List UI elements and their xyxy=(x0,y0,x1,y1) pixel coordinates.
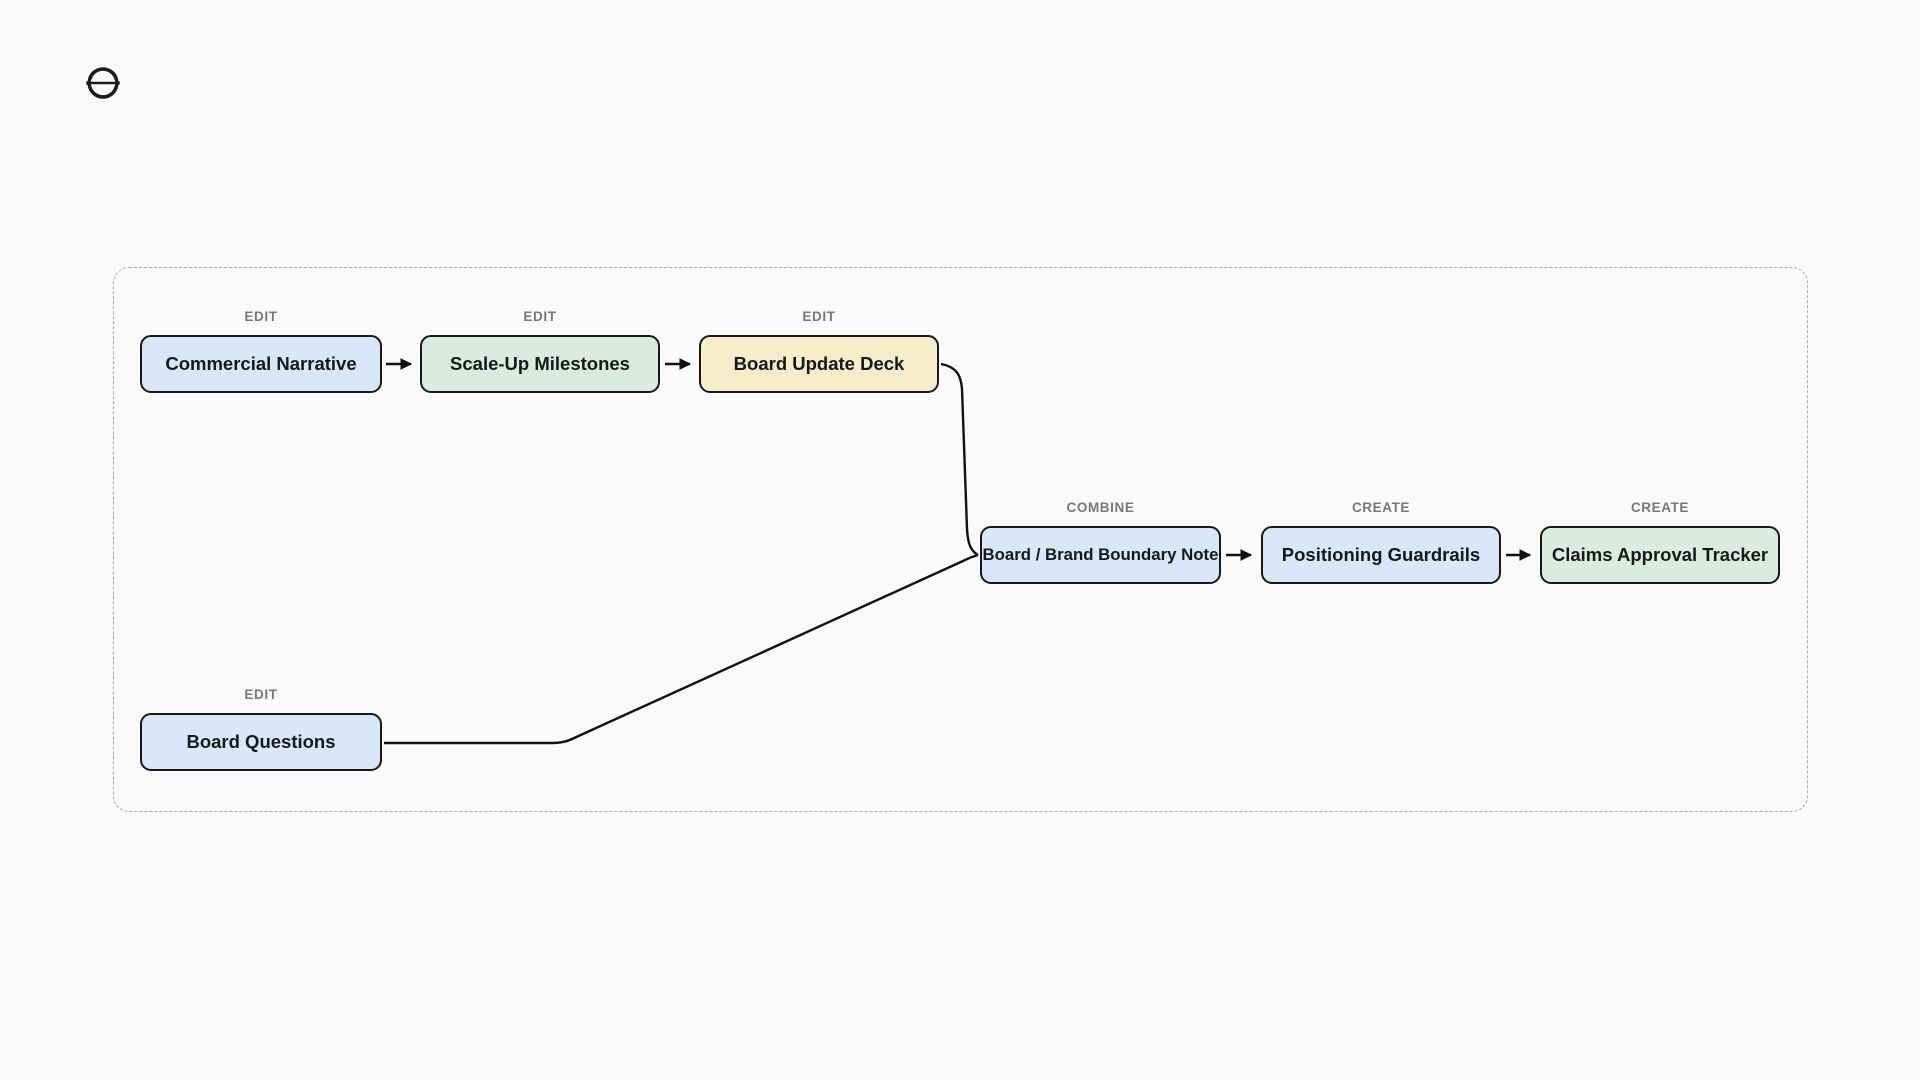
node-action-label: EDIT xyxy=(523,309,557,324)
node-claims-approval-tracker[interactable]: Claims Approval Tracker xyxy=(1540,526,1780,584)
node-board-questions[interactable]: Board Questions xyxy=(140,713,382,771)
node-action-label: COMBINE xyxy=(1066,500,1135,515)
node-wrap-board-questions: EDIT Board Questions xyxy=(140,685,382,771)
node-wrap-commercial-narrative: EDIT Commercial Narrative xyxy=(140,307,382,393)
node-commercial-narrative[interactable]: Commercial Narrative xyxy=(140,335,382,393)
node-wrap-claims-approval-tracker: CREATE Claims Approval Tracker xyxy=(1540,498,1780,584)
node-action-label: EDIT xyxy=(244,687,278,702)
node-wrap-positioning-guardrails: CREATE Positioning Guardrails xyxy=(1261,498,1501,584)
node-action-label: CREATE xyxy=(1630,500,1690,515)
node-wrap-scale-up-milestones: EDIT Scale-Up Milestones xyxy=(420,307,660,393)
node-scale-up-milestones[interactable]: Scale-Up Milestones xyxy=(420,335,660,393)
node-action-label: EDIT xyxy=(244,309,278,324)
node-action-label: EDIT xyxy=(802,309,836,324)
node-wrap-board-brand-boundary-note: COMBINE Board / Brand Boundary Note xyxy=(980,498,1221,584)
node-wrap-board-update-deck: EDIT Board Update Deck xyxy=(699,307,939,393)
node-positioning-guardrails[interactable]: Positioning Guardrails xyxy=(1261,526,1501,584)
node-board-brand-boundary-note[interactable]: Board / Brand Boundary Note xyxy=(980,526,1221,584)
app-logo-icon[interactable] xyxy=(85,65,121,101)
node-action-label: CREATE xyxy=(1351,500,1411,515)
node-board-update-deck[interactable]: Board Update Deck xyxy=(699,335,939,393)
workflow-group-boundary xyxy=(113,267,1808,812)
